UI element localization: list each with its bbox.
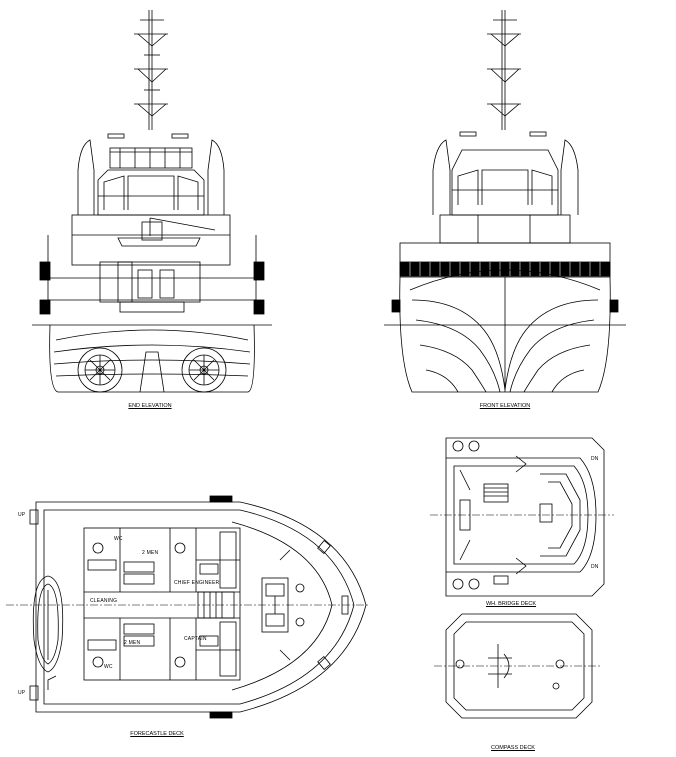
wc-label-top: WC (114, 536, 123, 542)
dn-label-bottom: DN (591, 564, 599, 570)
rescue-boat-icon (32, 575, 64, 673)
end-elevation-view (32, 10, 272, 393)
captain-label: CAPTAIN (184, 636, 207, 642)
anchor-windlass-icon (261, 577, 305, 633)
compass-deck-title: COMPASS DECK (491, 745, 535, 751)
wc-label-bottom: WC (104, 664, 113, 670)
end-elevation-title: END ELEVATION (128, 403, 172, 409)
chief-engineer-label: CHIEF ENGINEER (174, 580, 220, 586)
up-label-right: UP (18, 690, 26, 696)
compass-deck-plan (434, 613, 600, 719)
bridge-deck-plan (430, 437, 614, 597)
bridge-deck-title: WH. BRIDGE DECK (485, 601, 537, 607)
up-label-left: UP (18, 512, 26, 518)
forecastle-deck-title: FORECASTLE DECK (130, 731, 184, 737)
two-men-cabin-label-top: 2 MEN (142, 550, 159, 556)
front-elevation-mast (487, 10, 521, 130)
front-elevation-title: FRONT ELEVATION (479, 403, 531, 409)
front-elevation-view (384, 10, 626, 393)
end-elevation-mast (134, 10, 168, 130)
port-propeller-icon (77, 347, 123, 393)
forecastle-deck-plan (6, 495, 370, 719)
dn-label-top: DN (591, 456, 599, 462)
starboard-propeller-icon (181, 347, 227, 393)
cleaning-label: CLEANING (90, 598, 118, 604)
two-men-cabin-label-bottom: 2 MEN (124, 640, 141, 646)
